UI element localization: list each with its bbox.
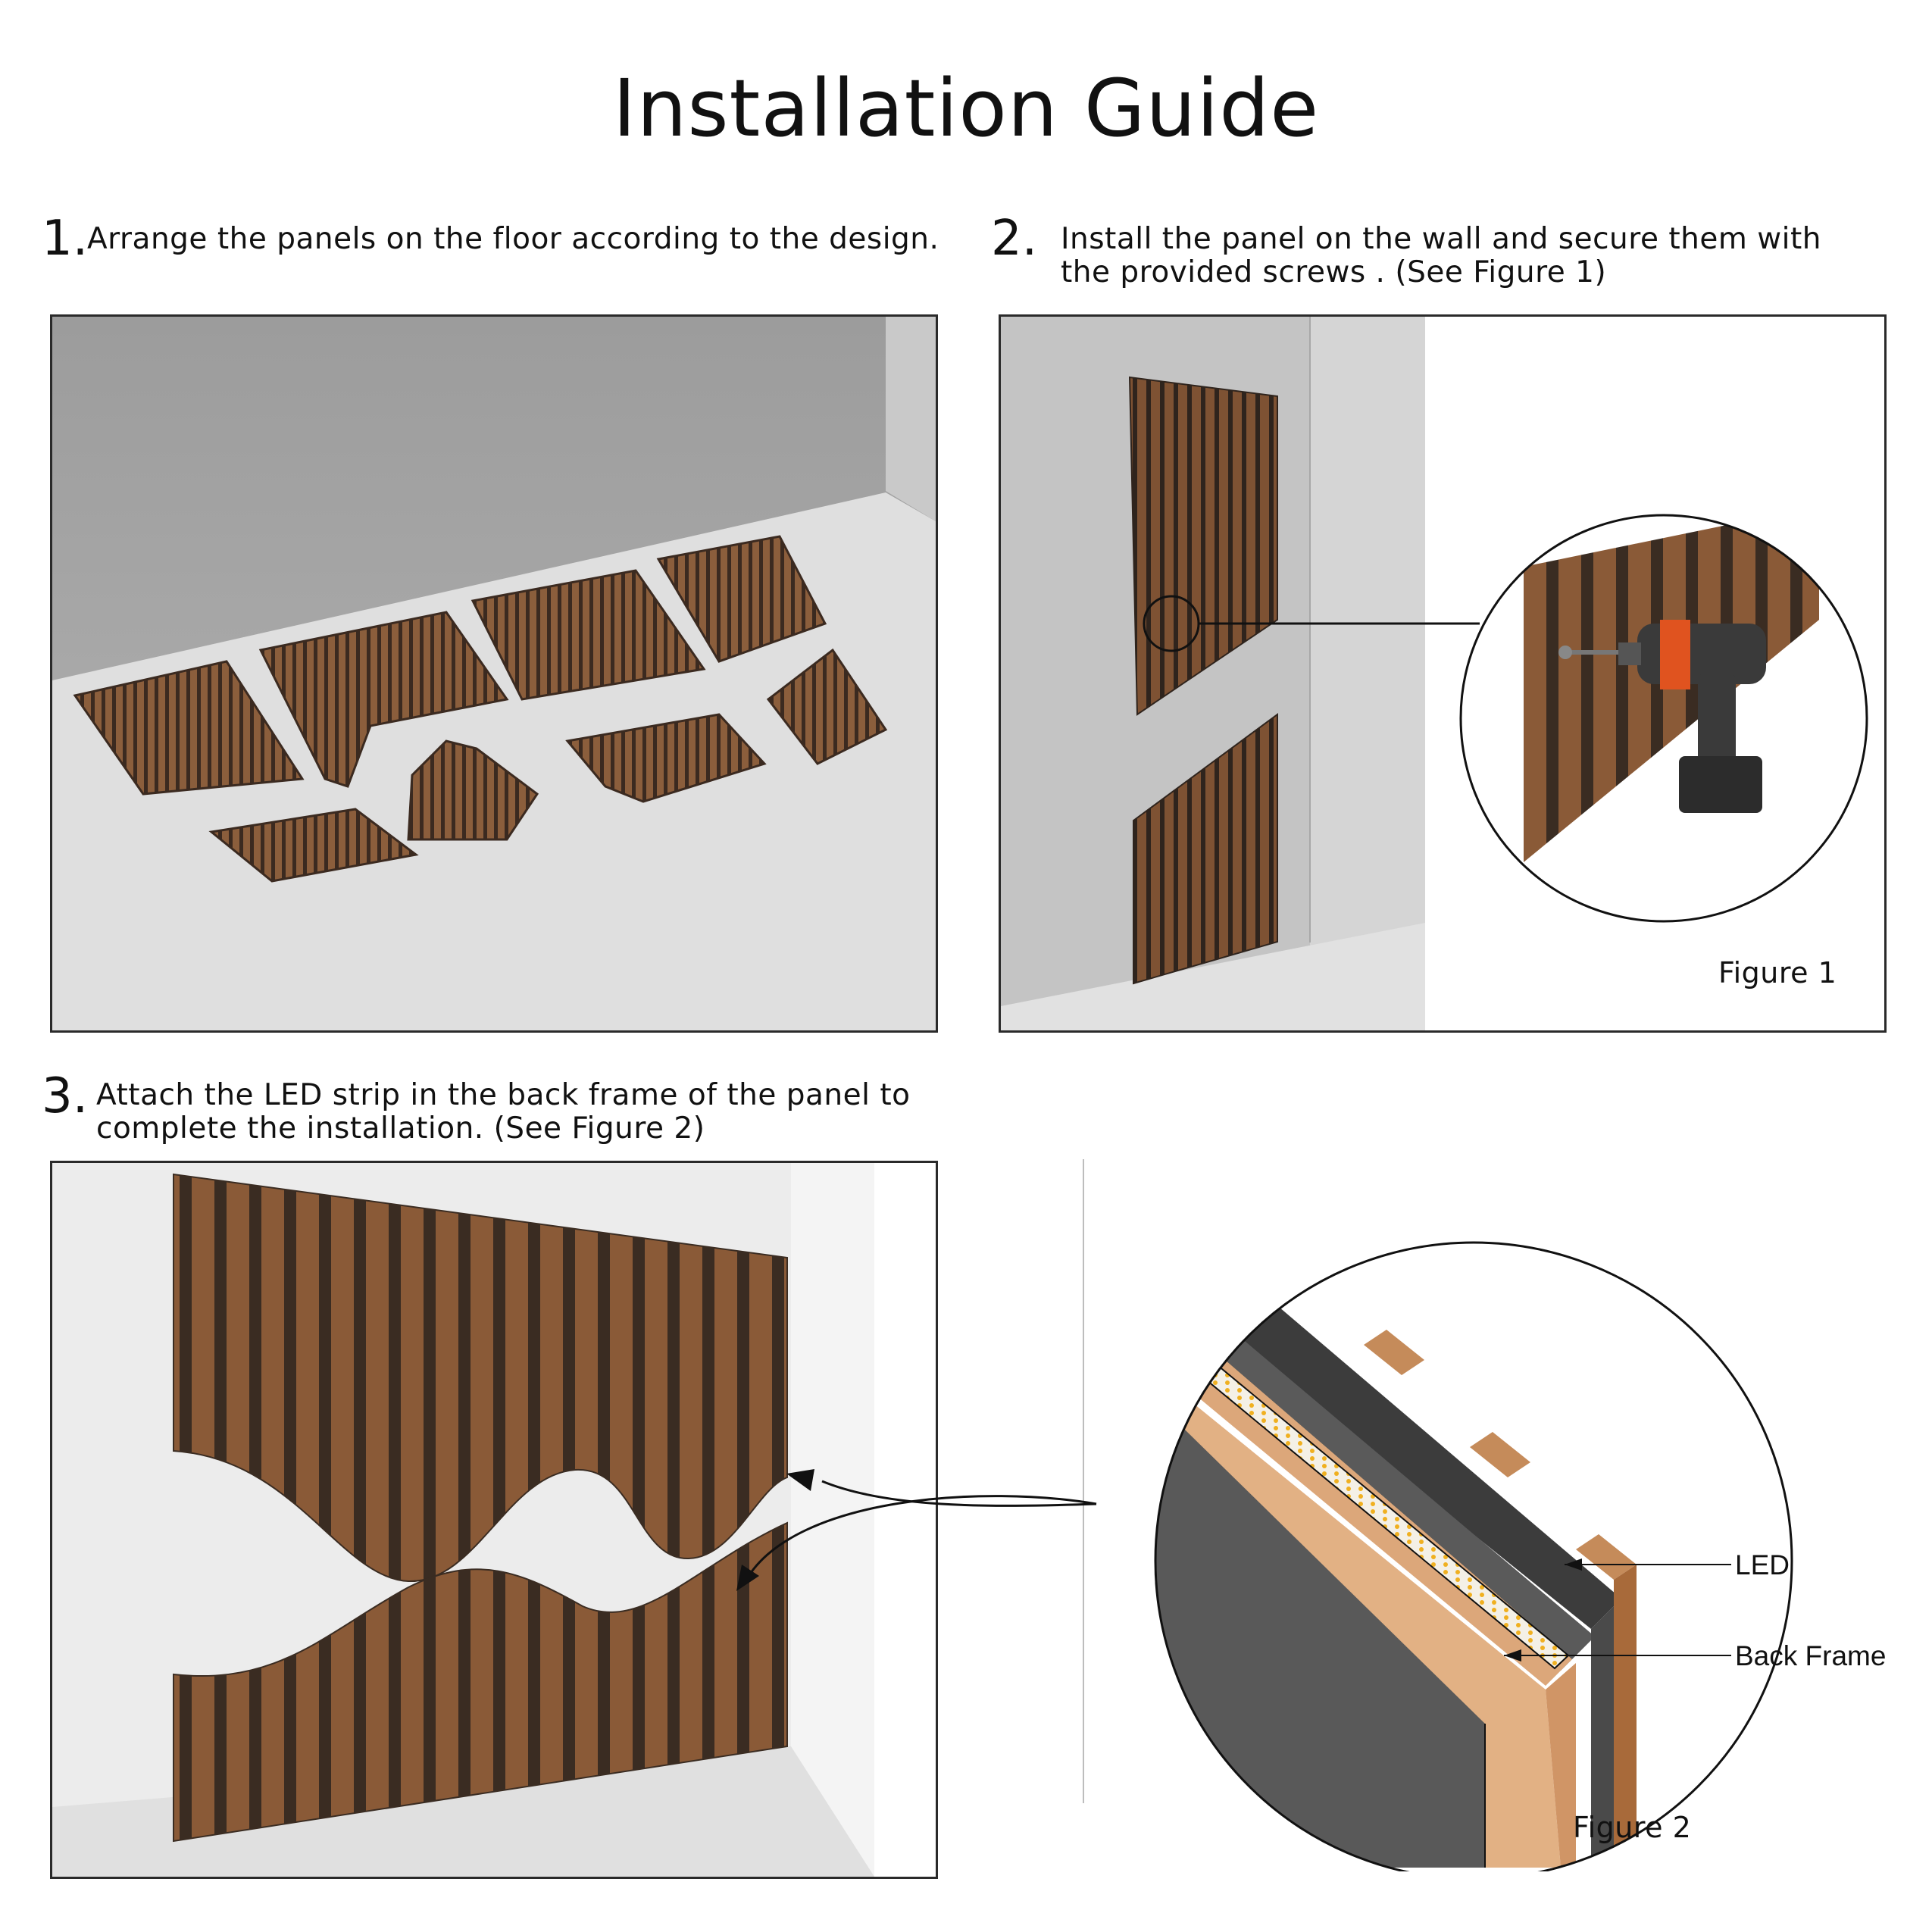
step-1-illustration: [50, 314, 938, 1033]
step-2-number: 2.: [991, 211, 1038, 267]
figure-2-caption: Figure 2: [1573, 1811, 1692, 1844]
screw-icon: [1558, 646, 1572, 659]
figure-2-illustration: [773, 1159, 1932, 1871]
step-3-heading: 3. Attach the LED strip in the back fram…: [42, 1068, 989, 1152]
floor-panels: [73, 535, 888, 883]
figure-1-caption: Figure 1: [1718, 956, 1837, 989]
figure-1-illustration: [999, 314, 1887, 1033]
drill-icon: [1565, 620, 1766, 813]
step-1-heading: 1. Arrange the panels on the floor accor…: [42, 211, 989, 271]
page-title: Installation Guide: [612, 62, 1320, 155]
step-2-heading: 2. Install the panel on the wall and sec…: [991, 211, 1900, 294]
back-frame-label: Back Frame: [1735, 1640, 1887, 1671]
step-3-text: Attach the LED strip in the back frame o…: [96, 1078, 911, 1146]
step-3-illustration: [50, 1161, 938, 1879]
step-3-number: 3.: [42, 1068, 89, 1124]
led-label: LED: [1735, 1549, 1790, 1580]
zoom-callout-figure-1: [1459, 514, 1868, 923]
step-1-number: 1.: [42, 211, 89, 267]
step-2-text: Install the panel on the wall and secure…: [1061, 222, 1821, 289]
step-1-text: Arrange the panels on the floor accordin…: [87, 222, 939, 256]
